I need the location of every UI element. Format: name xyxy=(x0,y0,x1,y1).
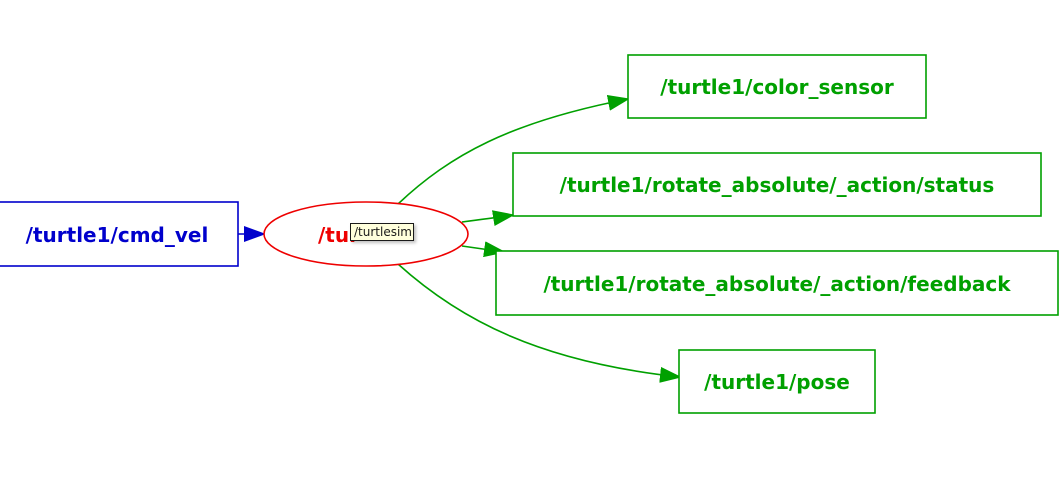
topic-node-cmd-vel[interactable]: /turtle1/cmd_vel xyxy=(0,201,239,267)
topic-box xyxy=(678,349,876,414)
edges xyxy=(238,94,682,383)
node-tooltip: /turtlesim xyxy=(350,223,414,241)
topic-box xyxy=(512,152,1042,217)
topic-box xyxy=(495,250,1059,316)
edge-turtlesim-to-color-sensor xyxy=(397,94,630,205)
topic-box xyxy=(0,201,239,267)
topic-label-rotate-absolute-feedback: /turtle1/rotate_absolute/_action/feedbac… xyxy=(543,272,1011,296)
edge-turtlesim-to-pose xyxy=(397,263,682,383)
topic-label-cmd-vel: /turtle1/cmd_vel xyxy=(26,223,209,247)
topic-node-rotate-absolute-status[interactable]: /turtle1/rotate_absolute/_action/status xyxy=(512,152,1042,217)
topic-box xyxy=(627,54,927,119)
topic-label-pose: /turtle1/pose xyxy=(704,370,850,394)
topic-label-rotate-absolute-status: /turtle1/rotate_absolute/_action/status xyxy=(560,173,995,197)
edge-turtlesim-to-status xyxy=(461,210,515,227)
topic-node-color-sensor[interactable]: /turtle1/color_sensor xyxy=(627,54,927,119)
topic-node-pose[interactable]: /turtle1/pose xyxy=(678,349,876,414)
topic-node-rotate-absolute-feedback[interactable]: /turtle1/rotate_absolute/_action/feedbac… xyxy=(495,250,1059,316)
topic-label-color-sensor: /turtle1/color_sensor xyxy=(660,75,894,99)
